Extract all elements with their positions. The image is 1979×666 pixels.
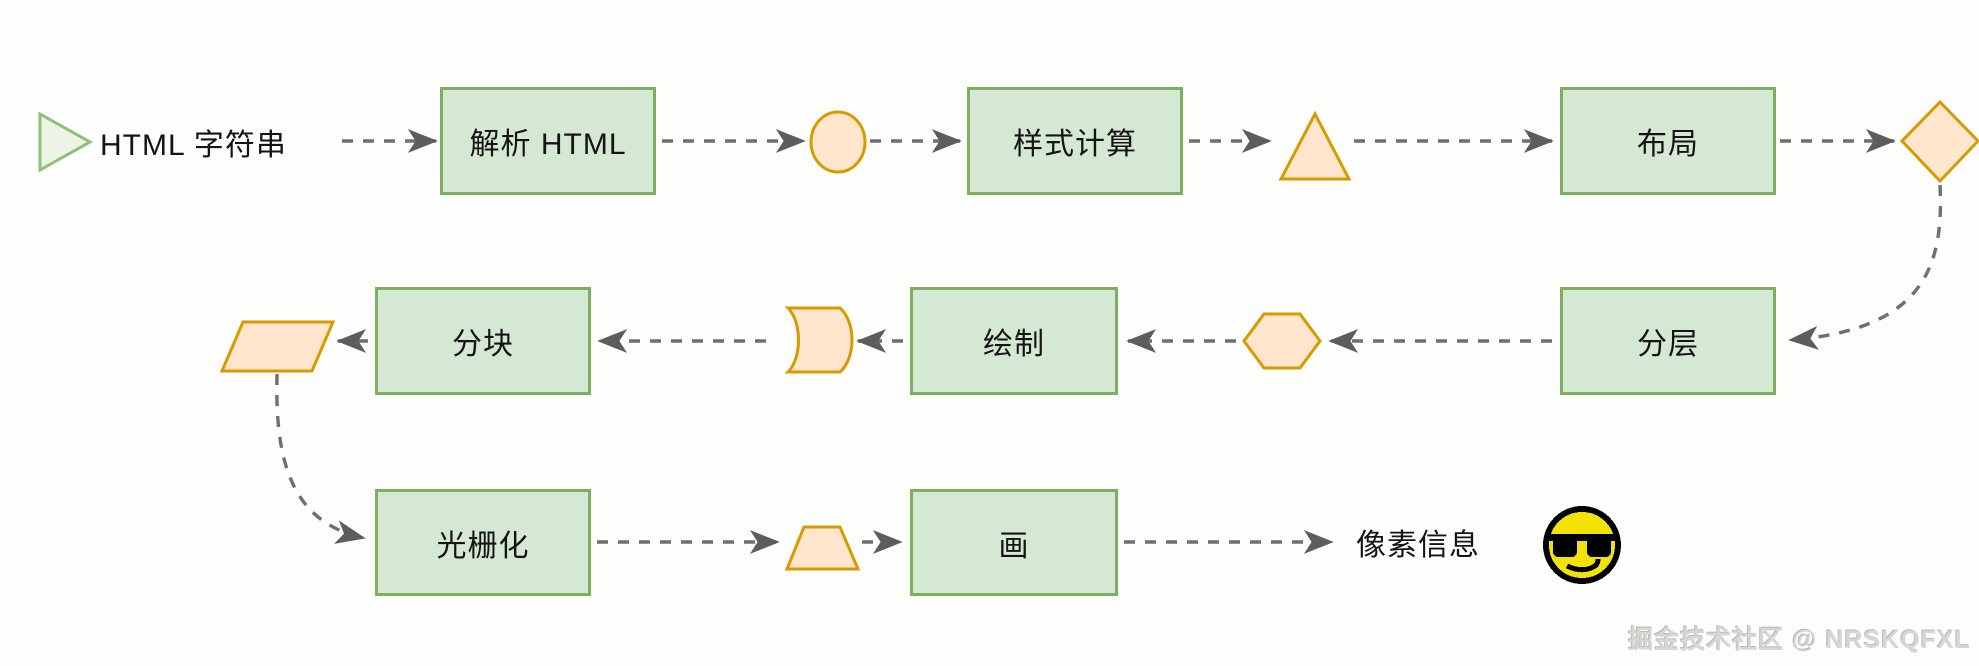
- node-rasterize: 光栅化: [375, 489, 591, 596]
- output-label: 像素信息: [1356, 529, 1480, 562]
- stored-data-shape: [784, 306, 854, 374]
- triangle-shape: [1278, 110, 1352, 181]
- diamond-shape: [1899, 99, 1979, 184]
- parallelogram-shape: [219, 320, 336, 373]
- node-tiling: 分块: [375, 287, 591, 395]
- sunglasses-smiley-pixel-emoji: [1543, 506, 1621, 584]
- trapezoid-shape: [784, 525, 861, 571]
- node-style-calc: 样式计算: [967, 87, 1183, 195]
- play-triangle-icon: [38, 111, 94, 173]
- node-paint: 绘制: [910, 287, 1118, 395]
- node-parse-html: 解析 HTML: [440, 87, 656, 195]
- node-draw: 画: [910, 489, 1118, 596]
- connector-parallelogram-to-raster: [275, 373, 366, 544]
- start-label: HTML 字符串: [100, 129, 287, 162]
- hexagon-shape: [1242, 312, 1322, 370]
- node-layering: 分层: [1560, 287, 1776, 395]
- watermark: 掘金技术社区 @ NRSKQFXL: [1628, 626, 1971, 654]
- node-layout: 布局: [1560, 87, 1776, 195]
- connector-diamond-to-layer: [1788, 184, 1943, 350]
- circle-shape: [809, 110, 867, 174]
